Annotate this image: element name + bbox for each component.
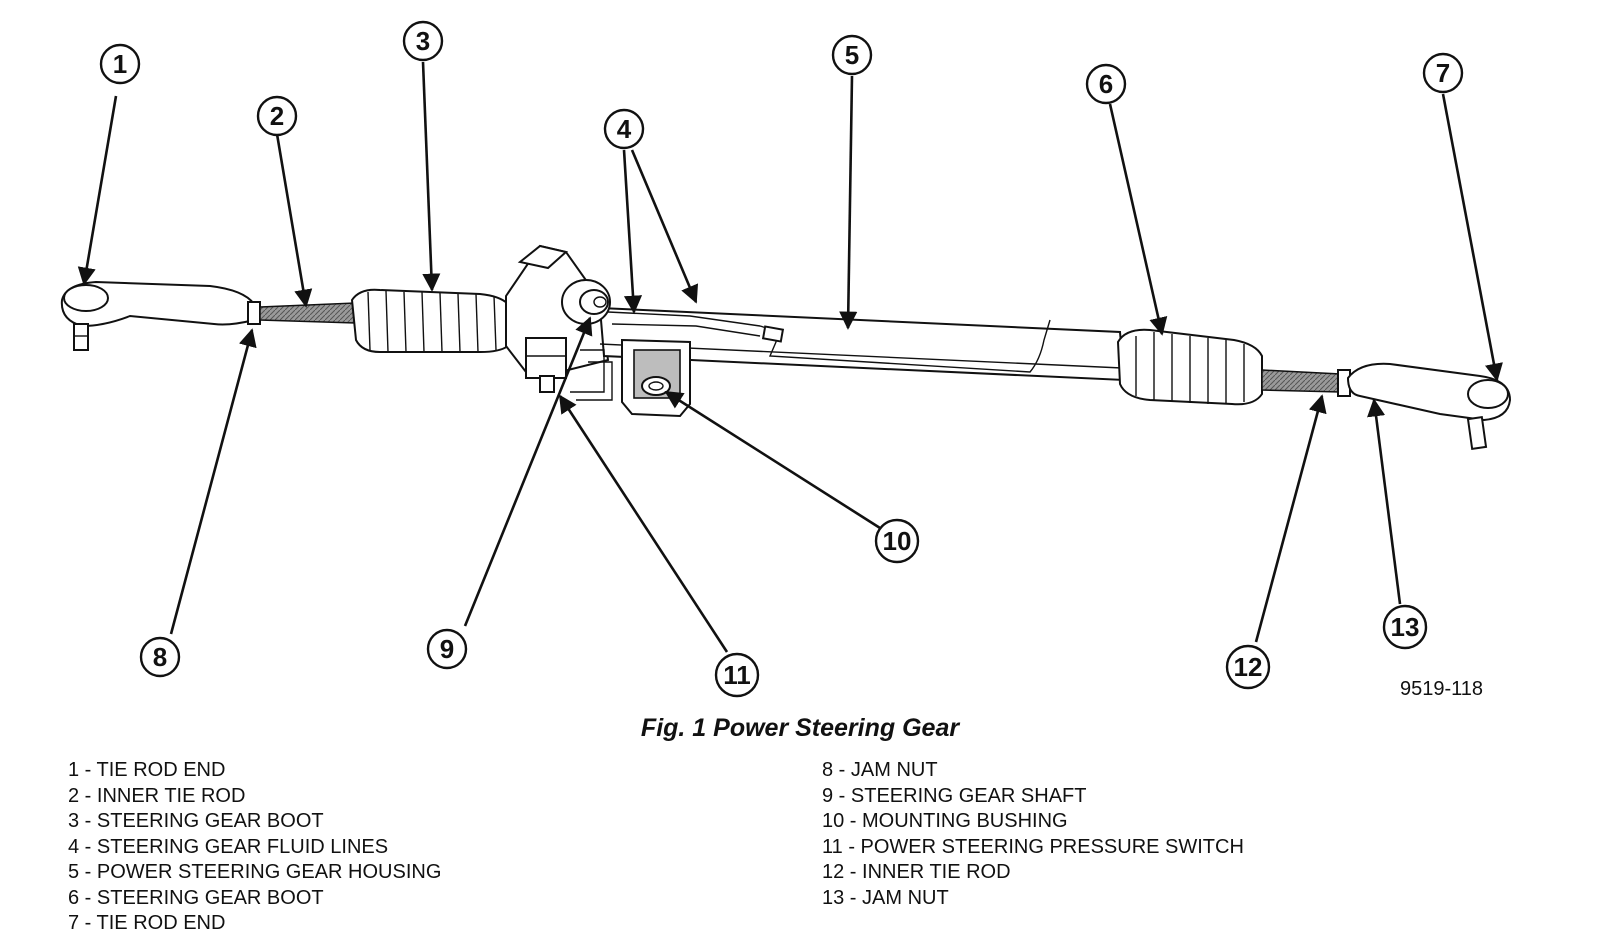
right-tie-rod-end	[1346, 362, 1512, 450]
leader-2	[275, 133, 313, 308]
legend-right-column: 8 - JAM NUT 9 - STEERING GEAR SHAFT 10 -…	[822, 758, 1244, 911]
left-steering-gear-boot	[350, 288, 509, 353]
legend-item: 2 - INNER TIE ROD	[68, 784, 246, 807]
leader-7	[1441, 93, 1503, 382]
callout-9: 9	[426, 628, 468, 670]
svg-text:6: 6	[1099, 69, 1113, 99]
right-inner-tie-rod	[1261, 369, 1341, 393]
leader-13	[1367, 398, 1402, 605]
callout-12: 12	[1225, 644, 1271, 690]
leader-lines	[77, 61, 1503, 653]
callout-5: 5	[831, 34, 873, 76]
legend-item: 5 - POWER STEERING GEAR HOUSING	[68, 861, 442, 883]
legend-item: 1 - TIE ROD END	[68, 759, 226, 781]
legend-item: 11 - POWER STEERING PRESSURE SWITCH	[822, 835, 1244, 858]
svg-text:3: 3	[416, 26, 430, 56]
legend-item: 12 - INNER TIE ROD	[822, 861, 1011, 883]
callout-10: 10	[874, 518, 920, 564]
callout-11: 11	[714, 652, 760, 698]
callout-3: 3	[402, 20, 444, 62]
svg-text:13: 13	[1391, 612, 1420, 642]
power-steering-pressure-switch	[539, 375, 555, 393]
svg-text:12: 12	[1234, 652, 1263, 682]
svg-text:9: 9	[440, 634, 454, 664]
legend-item: 9 - STEERING GEAR SHAFT	[822, 784, 1087, 807]
legend-item: 6 - STEERING GEAR BOOT	[68, 886, 324, 909]
leader-1	[77, 95, 118, 286]
legend-item: 3 - STEERING GEAR BOOT	[68, 810, 324, 832]
svg-text:4: 4	[617, 114, 632, 144]
steering-gear-illustration	[60, 244, 1512, 450]
callout-6: 6	[1085, 63, 1127, 105]
callout-4: 4	[603, 108, 645, 150]
mounting-bushing	[621, 338, 691, 418]
leader-6	[1108, 103, 1168, 336]
svg-text:7: 7	[1436, 58, 1450, 88]
callout-1: 1	[99, 43, 141, 85]
leader-5	[839, 75, 858, 330]
callout-13: 13	[1382, 604, 1428, 650]
left-inner-tie-rod	[259, 302, 356, 324]
left-jam-nut	[247, 301, 261, 325]
right-steering-gear-boot	[1116, 328, 1263, 406]
leader-10	[664, 390, 881, 530]
steering-gear-fluid-lines	[570, 311, 1051, 401]
svg-text:5: 5	[845, 40, 859, 70]
callouts: 1 2 3 4 5 6 7 8	[99, 20, 1464, 698]
svg-text:1: 1	[113, 49, 127, 79]
callout-8: 8	[139, 636, 181, 678]
callout-2: 2	[256, 95, 298, 137]
drawing-id: 9519-118	[1400, 678, 1484, 700]
svg-text:10: 10	[883, 526, 912, 556]
leader-3	[421, 61, 441, 292]
legend-item: 8 - JAM NUT	[822, 759, 938, 781]
leader-9	[463, 316, 593, 627]
legend-left-column: 1 - TIE ROD END 2 - INNER TIE ROD 3 - ST…	[68, 758, 441, 937]
steering-gear-shaft	[561, 279, 611, 325]
legend-item: 7 - TIE ROD END	[68, 912, 226, 934]
svg-text:11: 11	[723, 660, 751, 690]
leader-4a	[622, 149, 643, 314]
leader-8	[169, 328, 257, 635]
figure-caption: Fig. 1 Power Steering Gear	[640, 714, 960, 742]
svg-text:2: 2	[270, 101, 284, 131]
callout-7: 7	[1422, 52, 1464, 94]
svg-text:8: 8	[153, 642, 167, 672]
legend-item: 4 - STEERING GEAR FLUID LINES	[68, 835, 389, 858]
leader-11	[558, 394, 729, 653]
legend-item: 10 - MOUNTING BUSHING	[822, 810, 1068, 832]
leader-4b	[630, 149, 699, 304]
pinion-valve-housing	[505, 244, 610, 379]
leader-12	[1254, 394, 1327, 643]
legend-item: 13 - JAM NUT	[822, 886, 949, 909]
left-tie-rod-end	[60, 280, 255, 351]
